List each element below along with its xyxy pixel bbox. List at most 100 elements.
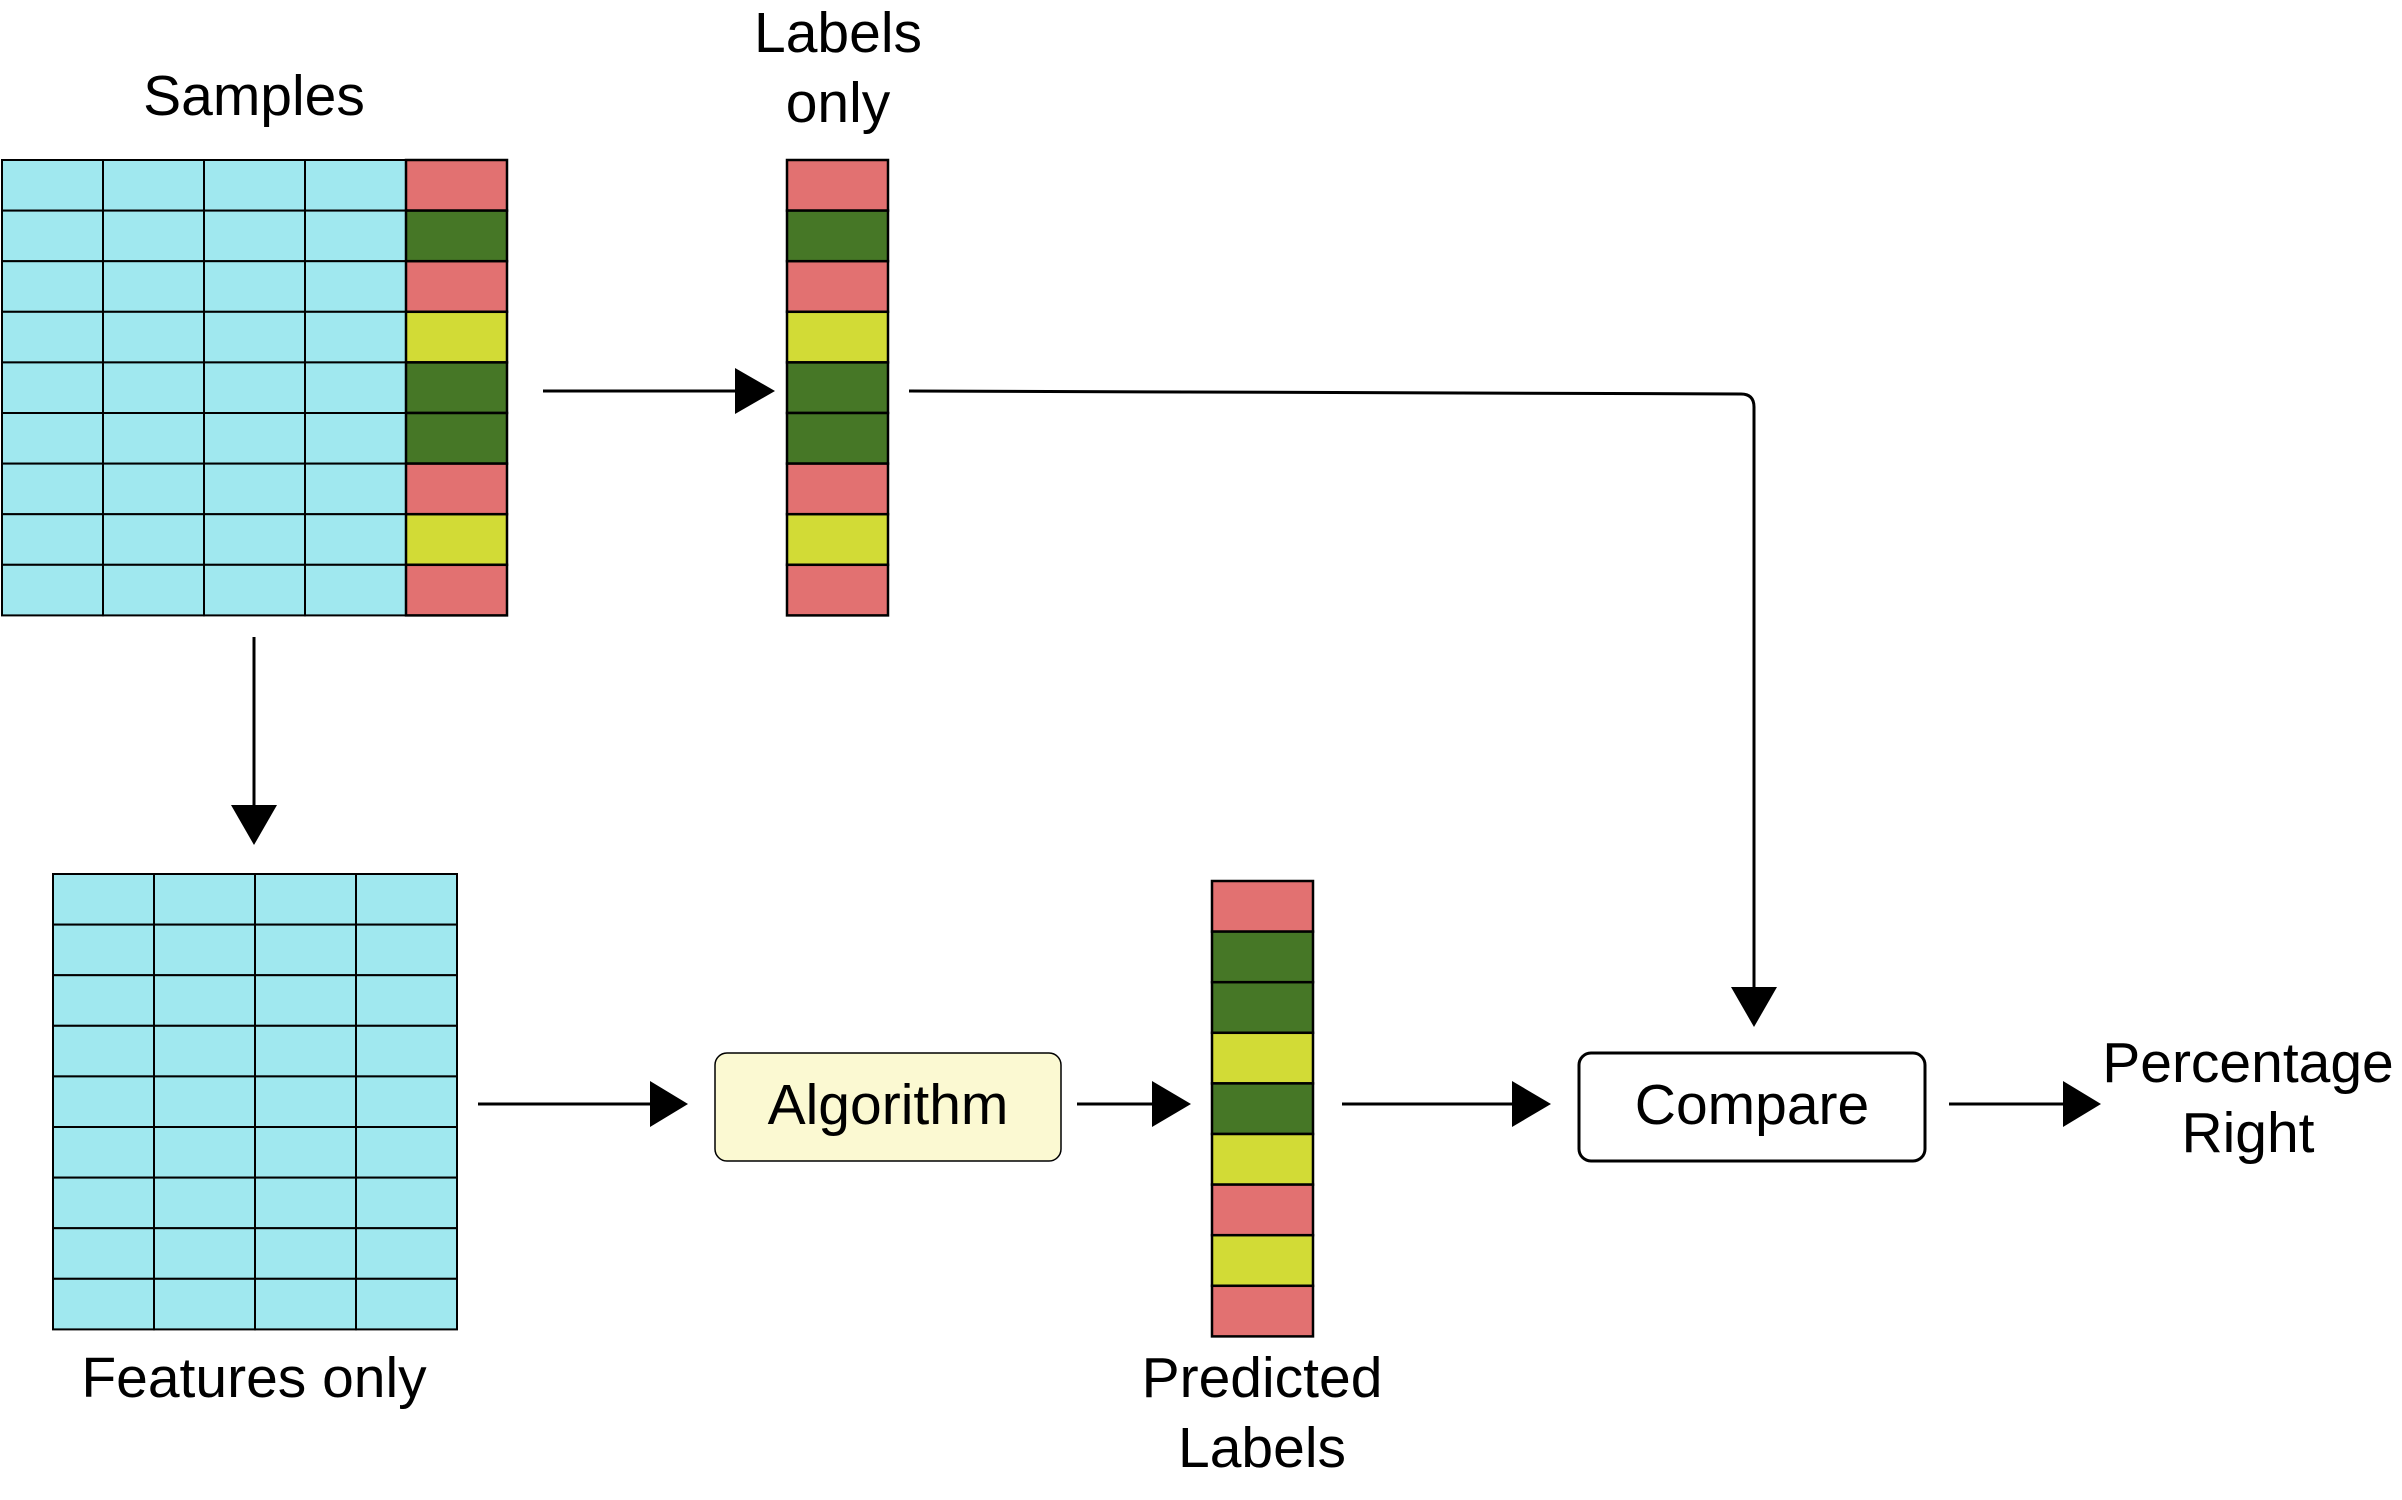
feature-cell <box>254 1024 357 1078</box>
feature-cell <box>254 1126 357 1179</box>
feature-cell <box>153 923 256 977</box>
sample-feature-cell <box>102 260 205 313</box>
feature-cell <box>153 1024 256 1078</box>
feature-cell <box>153 974 256 1027</box>
sample-feature-cell <box>1 563 104 617</box>
sample-label-cell <box>404 209 509 263</box>
predicted-labels-column <box>1210 879 1315 1338</box>
labels-only-cell <box>785 310 890 364</box>
sample-feature-cell <box>304 563 407 617</box>
sample-feature-cell <box>203 209 306 263</box>
labels-only-cell <box>785 462 890 516</box>
labels-only-label-line2: only <box>786 71 891 135</box>
sample-feature-cell <box>304 513 407 566</box>
sample-feature-cell <box>203 159 306 212</box>
sample-feature-cell <box>203 310 306 364</box>
sample-feature-cell <box>102 513 205 566</box>
algorithm-box: Algorithm <box>714 1052 1062 1162</box>
feature-cell <box>254 1075 357 1129</box>
sample-feature-cell <box>102 361 205 414</box>
feature-cell <box>254 1227 357 1280</box>
feature-cell <box>52 1277 155 1331</box>
feature-cell <box>153 873 256 926</box>
labels-only-cell <box>785 209 890 263</box>
arrow-features-to-algorithm <box>478 1081 688 1127</box>
feature-cell <box>355 1075 458 1129</box>
predicted-label-cell <box>1210 980 1315 1035</box>
sample-feature-cell <box>102 563 205 617</box>
predicted-label-cell <box>1210 1031 1315 1085</box>
predicted-label-cell <box>1210 1132 1315 1186</box>
feature-cell <box>355 923 458 977</box>
predicted-label-cell <box>1210 879 1315 933</box>
sample-feature-cell <box>304 209 407 263</box>
sample-feature-cell <box>1 462 104 516</box>
feature-cell <box>52 1227 155 1280</box>
feature-cell <box>355 1277 458 1331</box>
predicted-label-cell <box>1210 1082 1315 1136</box>
feature-cell <box>153 1126 256 1179</box>
feature-cell <box>355 1176 458 1230</box>
sample-label-cell <box>404 259 509 314</box>
feature-cell <box>254 1277 357 1331</box>
feature-cell <box>52 974 155 1027</box>
sample-feature-cell <box>304 310 407 364</box>
predicted-labels-label-line1: Predicted <box>1142 1346 1383 1410</box>
sample-feature-cell <box>1 361 104 414</box>
feature-cell <box>254 1176 357 1230</box>
arrow-algorithm-to-predicted <box>1077 1081 1191 1127</box>
sample-label-cell <box>404 411 509 465</box>
sample-feature-cell <box>102 209 205 263</box>
labels-only-cell <box>785 361 890 415</box>
feature-cell <box>153 1075 256 1129</box>
sample-label-cell <box>404 158 509 212</box>
sample-feature-cell <box>203 412 306 465</box>
feature-cell <box>355 1227 458 1280</box>
feature-cell <box>254 873 357 926</box>
labels-only-cell <box>785 411 890 465</box>
sample-feature-cell <box>203 513 306 566</box>
algorithm-label: Algorithm <box>768 1073 1009 1137</box>
compare-box: Compare <box>1577 1051 1927 1163</box>
feature-cell <box>254 923 357 977</box>
arrow-samples-to-features <box>231 637 277 845</box>
feature-cell <box>52 1126 155 1179</box>
sample-feature-cell <box>203 462 306 516</box>
compare-label: Compare <box>1635 1073 1869 1137</box>
sample-feature-cell <box>304 159 407 212</box>
feature-cell <box>355 1024 458 1078</box>
sample-feature-cell <box>1 209 104 263</box>
feature-cell <box>254 974 357 1027</box>
percentage-right-label-line1: Percentage <box>2102 1031 2394 1095</box>
labels-only-cell <box>785 512 890 567</box>
feature-cell <box>355 1126 458 1179</box>
feature-cell <box>52 873 155 926</box>
sample-label-cell <box>404 563 509 617</box>
sample-feature-cell <box>203 361 306 414</box>
sample-feature-cell <box>102 159 205 212</box>
sample-feature-cell <box>304 260 407 313</box>
sample-feature-cell <box>203 563 306 617</box>
predicted-label-cell <box>1210 930 1315 984</box>
predicted-labels-label-line2: Labels <box>1178 1416 1346 1480</box>
sample-feature-cell <box>304 412 407 465</box>
predicted-label-cell <box>1210 1284 1315 1338</box>
predicted-label-cell <box>1210 1183 1315 1237</box>
sample-feature-cell <box>203 260 306 313</box>
arrow-samples-to-labels <box>543 368 775 414</box>
features-only-label: Features only <box>81 1346 427 1410</box>
sample-feature-cell <box>1 260 104 313</box>
arrow-compare-to-percentage <box>1949 1081 2101 1127</box>
sample-feature-cell <box>1 159 104 212</box>
samples-label: Samples <box>143 64 365 128</box>
predicted-label-cell <box>1210 1233 1315 1288</box>
feature-cell <box>153 1277 256 1331</box>
features-only-table <box>52 873 458 1331</box>
arrow-labels-to-compare <box>908 389 1777 1027</box>
sample-feature-cell <box>1 513 104 566</box>
feature-cell <box>52 1024 155 1078</box>
sample-feature-cell <box>304 361 407 414</box>
arrow-predicted-to-compare <box>1342 1081 1551 1127</box>
sample-feature-cell <box>1 412 104 465</box>
